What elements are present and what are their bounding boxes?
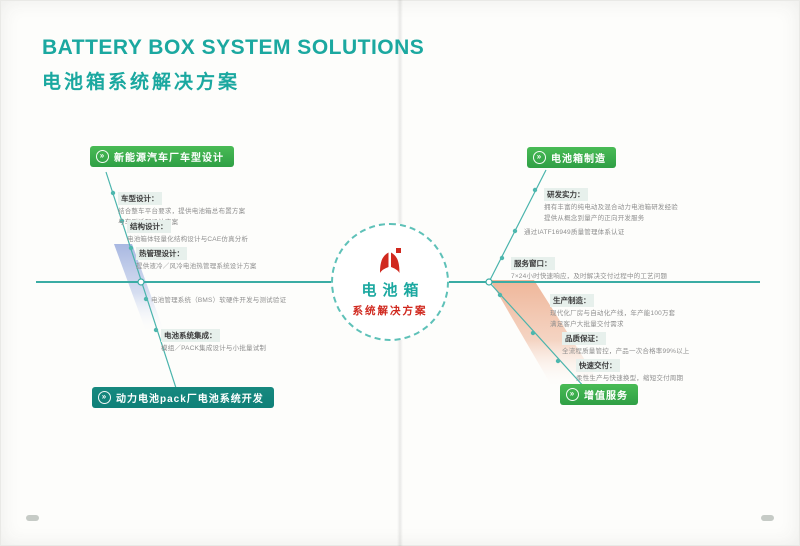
note-block: 研发实力： 拥有丰富的纯电动及混合动力电池箱研发经验 提供从概念到量产的正向开发… <box>544 184 678 224</box>
left-junction-dot <box>137 278 145 286</box>
note-line: 提供从概念到量产的正向开发服务 <box>544 214 645 222</box>
note-block: 快速交付： 柔性生产与快速换型，缩短交付周期 <box>576 355 683 384</box>
note-title: 研发实力： <box>544 188 588 201</box>
anchor-dot <box>128 245 134 251</box>
note-title: 生产制造： <box>550 294 594 307</box>
page-subtitle: 电池箱系统解决方案 <box>42 72 241 93</box>
anchor-dot <box>530 330 536 336</box>
circle-subtitle: 系统解决方案 <box>352 304 428 317</box>
decorative-swoosh-left <box>114 244 165 334</box>
note-line: 拥有丰富的纯电动及混合动力电池箱研发经验 <box>544 204 678 211</box>
note-line: 全流程质量管控，产品一次合格率99%以上 <box>562 348 690 355</box>
page-marker-right <box>761 515 774 521</box>
anchor-dot <box>153 327 159 333</box>
branch-label-value-added-services: » 增值服务 <box>560 384 638 405</box>
note-title: 结构设计： <box>127 220 171 233</box>
note-line: 现代化厂房与自动化产线，年产能100万套 <box>550 310 676 317</box>
anchor-dot <box>499 255 505 261</box>
branch-label-pack-system-development: » 动力电池pack厂电池系统开发 <box>92 387 274 408</box>
branch-label-text: 动力电池pack厂电池系统开发 <box>116 394 264 405</box>
branch-label-text: 增值服务 <box>584 391 628 402</box>
note-block: 热管理设计： 提供液冷／风冷电池热管理系统设计方案 <box>136 243 257 272</box>
anchor-dot <box>110 190 116 196</box>
note-line: 通过IATF16949质量管理体系认证 <box>524 229 625 236</box>
anchor-dot <box>512 228 518 234</box>
anchor-dot <box>119 218 125 224</box>
note-block: 生产制造： 现代化厂房与自动化产线，年产能100万套 满足客户大批量交付需求 <box>550 290 675 330</box>
note-title: 电池系统集成： <box>161 329 220 342</box>
note-title: 快速交付： <box>576 359 620 372</box>
arrow-badge-icon: » <box>98 391 111 404</box>
branch-label-oem-vehicle-design: » 新能源汽车厂车型设计 <box>90 146 234 167</box>
note-block: 通过IATF16949质量管理体系认证 <box>524 227 624 238</box>
branch-label-text: 电池箱制造 <box>551 154 606 165</box>
circle-title: 电池箱 <box>361 281 425 299</box>
anchor-dot <box>143 296 149 302</box>
note-title: 服务窗口： <box>511 257 555 270</box>
arrow-badge-icon: » <box>533 151 546 164</box>
note-line: 提供液冷／风冷电池热管理系统设计方案 <box>136 263 257 270</box>
anchor-dot <box>497 292 503 298</box>
decorative-swoosh-right <box>490 280 604 390</box>
branch-label-battery-box-manufacturing: » 电池箱制造 <box>527 147 616 168</box>
note-line: 电池管理系统（BMS）软硬件开发与测试验证 <box>151 297 287 304</box>
note-line: 电池箱体轻量化结构设计与CAE仿真分析 <box>127 236 249 243</box>
note-title: 车型设计： <box>118 192 162 205</box>
note-title: 品质保证： <box>562 332 606 345</box>
note-line: 结合整车平台要求，提供电池箱总布置方案 <box>118 208 246 215</box>
center-circle: 电池箱 系统解决方案 <box>331 223 449 341</box>
note-line: 满足客户大批量交付需求 <box>550 320 624 328</box>
page-header: BATTERY BOX SYSTEM SOLUTIONS 电池箱系统解决方案 <box>42 36 424 94</box>
brand-logo-icon <box>380 247 401 273</box>
note-block: 品质保证： 全流程质量管控，产品一次合格率99%以上 <box>562 328 690 357</box>
right-junction-dot <box>485 278 493 286</box>
note-line: 模组／PACK集成设计与小批量试制 <box>161 345 267 352</box>
page-marker-left <box>26 515 39 521</box>
note-block: 结构设计： 电池箱体轻量化结构设计与CAE仿真分析 <box>127 216 248 245</box>
note-block: 电池系统集成： 模组／PACK集成设计与小批量试制 <box>161 325 266 354</box>
arrow-badge-icon: » <box>566 388 579 401</box>
anchor-dot <box>532 187 538 193</box>
page-title: BATTERY BOX SYSTEM SOLUTIONS <box>42 36 425 59</box>
note-block: 电池管理系统（BMS）软硬件开发与测试验证 <box>151 295 286 306</box>
note-title: 热管理设计： <box>136 247 187 260</box>
arrow-badge-icon: » <box>96 150 109 163</box>
note-line: 7×24小时快速响应，及时解决交付过程中的工艺问题 <box>511 273 668 280</box>
note-line: 柔性生产与快速换型，缩短交付周期 <box>576 375 684 382</box>
anchor-dot <box>555 358 561 364</box>
note-block: 服务窗口： 7×24小时快速响应，及时解决交付过程中的工艺问题 <box>511 253 667 282</box>
branch-label-text: 新能源汽车厂车型设计 <box>114 153 224 164</box>
